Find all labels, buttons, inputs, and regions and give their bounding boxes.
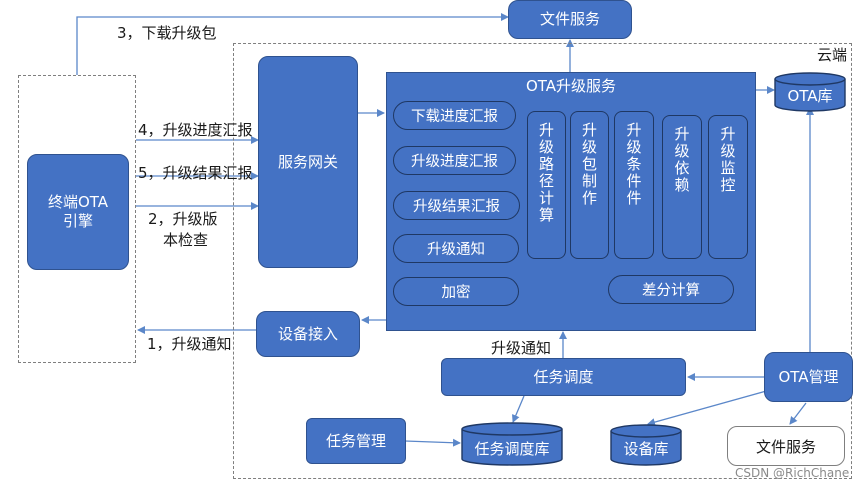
file-service-top-label: 文件服务 — [539, 10, 600, 29]
arrow-task-db — [512, 395, 525, 423]
pill-upgrade-notice[interactable]: 升级通知 — [393, 234, 519, 263]
col-upgrade-dependency-label: 升级依赖 — [672, 126, 691, 194]
col-upgrade-conditions-label: 升级条件件 — [624, 122, 643, 207]
col-upgrade-dependency[interactable]: 升级依赖 — [662, 115, 702, 259]
pill-upgrade-result[interactable]: 升级结果汇报 — [393, 191, 520, 220]
watermark: CSDN @RichChane — [735, 466, 850, 480]
step1-label: 1，升级通知 — [147, 335, 232, 353]
step2-label-line1: 2，升级版 — [148, 210, 218, 228]
cloud-container — [233, 43, 852, 479]
terminal-container — [18, 75, 136, 363]
task-schedule-db[interactable]: 任务调度库 — [461, 422, 563, 466]
col-package-build-label: 升级包制作 — [580, 122, 598, 207]
pill-download-progress[interactable]: 下载进度汇报 — [393, 101, 516, 130]
service-gateway[interactable]: 服务网关 — [258, 56, 358, 268]
ota-service-title: OTA升级服务 — [525, 77, 617, 95]
arrow-mgmt-devicedb — [647, 389, 771, 426]
task-management-label: 任务管理 — [325, 431, 386, 450]
pill-encryption[interactable]: 加密 — [393, 277, 519, 306]
ota-management[interactable]: OTA管理 — [764, 352, 853, 402]
device-db[interactable]: 设备库 — [610, 424, 682, 466]
col-upgrade-monitor-label: 升级监控 — [718, 126, 737, 194]
service-gateway-label: 服务网关 — [277, 152, 338, 171]
step4-label: 4，升级进度汇报 — [138, 121, 253, 139]
arrow-download-package — [76, 13, 509, 75]
step2-label-line2: 本检查 — [163, 231, 209, 249]
arrow-mgmt-fileservice — [789, 402, 807, 425]
device-access-label: 设备接入 — [277, 324, 338, 343]
col-upgrade-path[interactable]: 升级路径计算 — [527, 111, 566, 259]
step3-label: 3，下载升级包 — [117, 24, 217, 42]
device-access[interactable]: 设备接入 — [256, 311, 360, 357]
ota-db[interactable]: OTA库 — [774, 72, 846, 112]
file-service-bottom-label: 文件服务 — [755, 437, 816, 456]
arrow-taskmgmt-db — [404, 438, 461, 447]
cloud-label: 云端 — [817, 46, 848, 64]
file-service-bottom[interactable]: 文件服务 — [727, 426, 845, 466]
ota-db-cylinder-icon — [774, 72, 846, 112]
col-upgrade-monitor[interactable]: 升级监控 — [708, 115, 748, 259]
task-management[interactable]: 任务管理 — [306, 418, 406, 464]
terminal-engine-line2: 引擎 — [62, 212, 93, 230]
ota-db-label: OTA库 — [787, 87, 833, 105]
terminal-ota-engine[interactable]: 终端OTA 引擎 — [27, 154, 129, 270]
task-scheduling-label: 任务调度 — [533, 367, 594, 386]
device-db-cylinder-icon — [610, 424, 682, 466]
col-package-build[interactable]: 升级包制作 — [570, 111, 609, 259]
task-scheduling[interactable]: 任务调度 — [441, 358, 686, 396]
task-schedule-db-label: 任务调度库 — [474, 440, 550, 458]
step5-label: 5，升级结果汇报 — [138, 164, 253, 182]
col-upgrade-path-label: 升级路径计算 — [537, 122, 555, 224]
device-db-label: 设备库 — [623, 440, 669, 458]
file-service-top[interactable]: 文件服务 — [508, 0, 632, 39]
ota-management-label: OTA管理 — [778, 367, 839, 386]
col-upgrade-conditions[interactable]: 升级条件件 — [614, 111, 654, 259]
upgrade-notice-label: 升级通知 — [491, 339, 552, 357]
terminal-engine-line1: 终端OTA — [47, 193, 109, 212]
pill-upgrade-progress[interactable]: 升级进度汇报 — [393, 146, 516, 175]
pill-diff-calculation[interactable]: 差分计算 — [608, 275, 734, 304]
task-schedule-db-cylinder-icon — [461, 422, 563, 466]
